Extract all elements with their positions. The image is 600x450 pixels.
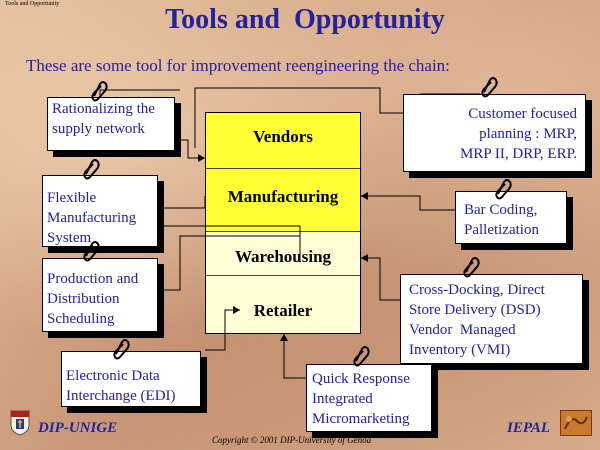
tool-line: Interchange (EDI) [66, 388, 176, 404]
tool-line: Rationalizing the [52, 101, 155, 117]
tool-line: Palletization [464, 222, 539, 238]
tool-line: Micromarketing [312, 411, 410, 427]
tool-line: Scheduling [47, 311, 115, 327]
connector-production [158, 235, 300, 291]
connector-edi [205, 309, 240, 351]
tool-barcoding-box: Bar Coding, Palletization [455, 191, 567, 244]
connector-flexible-warehouse [158, 225, 301, 258]
connector-clip-1 [99, 89, 180, 97]
paperclip-icon [83, 241, 100, 262]
tool-line: Inventory (VMI) [409, 342, 511, 358]
tool-line: Bar Coding, [464, 202, 538, 218]
chain-divider [206, 168, 360, 169]
connector-customer [194, 87, 403, 148]
connector-rationalizing [175, 139, 205, 159]
paperclip-icon [463, 257, 480, 278]
chain-fill-bottom [206, 231, 360, 333]
university-crest-icon [10, 410, 30, 436]
copyright-text: Copyright © 2001 DIP-University of Genoa [212, 435, 372, 445]
paperclip-icon [113, 339, 130, 360]
paperclip-icon [83, 159, 100, 180]
tool-line: Flexible [47, 190, 97, 206]
tool-line: Quick Response [312, 371, 410, 387]
paperclip-icon [495, 179, 512, 200]
tool-line: Cross-Docking, Direct [409, 282, 545, 298]
paperclip-icon [481, 77, 498, 98]
tool-customer-box: Customer focused planning : MRP, MRP II,… [403, 94, 586, 172]
tool-quick-box: Quick Response Integrated Micromarketing [306, 364, 432, 432]
tool-line: Distribution [47, 291, 120, 307]
connector-quick [283, 334, 306, 379]
stage-warehousing: Warehousing [234, 247, 332, 266]
tool-crossdocking-box: Cross-Docking, Direct Store Delivery (DS… [400, 274, 583, 364]
chain-divider [206, 275, 360, 276]
tool-rationalizing-box: Rationalizing the supply network [47, 97, 175, 151]
header-caption: Tools and Opportunity [5, 1, 60, 7]
tool-line: System [47, 230, 92, 246]
tool-line: supply network [52, 121, 145, 137]
tool-line: Production and [47, 271, 139, 287]
page-title: Tools and Opportunity [165, 4, 445, 35]
tool-line: MRP II, DRP, ERP. [460, 146, 577, 162]
footer-right-label: IEPAL [507, 420, 551, 436]
paperclip-icon [91, 81, 108, 102]
tool-line: Integrated [312, 391, 373, 407]
tool-production-box: Production and Distribution Scheduling [42, 258, 158, 332]
footer-left-label: DIP-UNIGE [38, 420, 118, 436]
tool-line: Store Delivery (DSD) [409, 302, 541, 318]
chain-divider [206, 231, 360, 232]
stage-manufacturing: Manufacturing [227, 187, 339, 206]
chain-fill-top [206, 113, 360, 231]
tool-line: Customer focused [468, 106, 577, 122]
subtitle: These are some tool for improvement reen… [26, 56, 450, 75]
connector-crossdocking [361, 257, 400, 301]
connector-flexible [158, 196, 206, 209]
tool-line: planning : MRP, [479, 126, 577, 142]
paperclip-icon [353, 346, 370, 367]
stage-retailer: Retailer [253, 301, 313, 320]
tool-line: Manufacturing [47, 210, 137, 226]
stage-vendors: Vendors [253, 127, 313, 146]
tool-flexible-box: Flexible Manufacturing System [42, 175, 158, 247]
tool-line: Vendor Managed [409, 322, 516, 338]
tool-edi-box: Electronic Data Interchange (EDI) [61, 351, 201, 407]
supply-chain-stack: Vendors Manufacturing Warehousing Retail… [205, 112, 361, 334]
connector-barcoding [361, 195, 455, 211]
iepal-logo-icon [560, 410, 592, 436]
tool-line: Electronic Data [66, 368, 160, 384]
